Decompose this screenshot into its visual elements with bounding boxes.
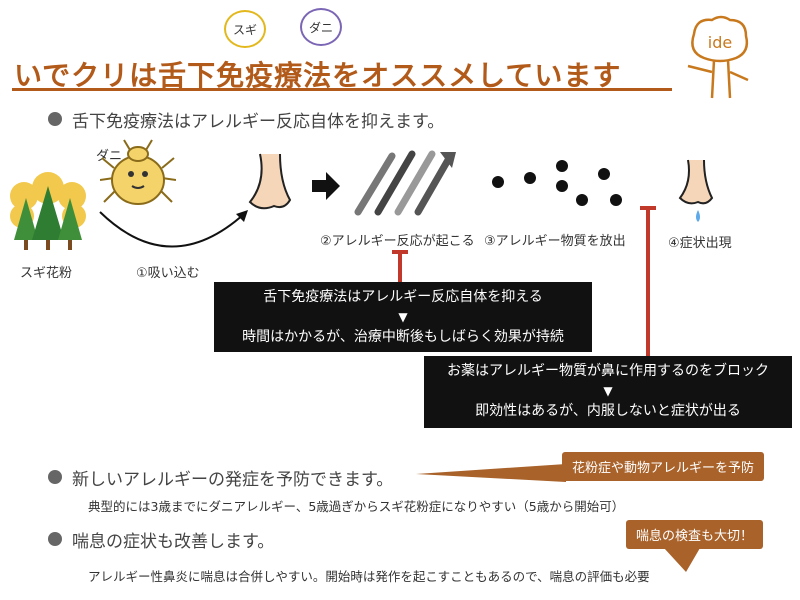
allergen-dot [598,168,610,180]
dani-speech-bubble: ダニ [300,8,342,46]
box1-line1: 舌下免疫療法はアレルギー反応自体を抑える [263,289,543,305]
inhibit-marker-medicine [640,206,656,356]
right-arrow-icon [312,172,340,200]
section2-heading: 新しいアレルギーの発症を予防できます。 [72,470,394,490]
callout-pointer [664,548,700,572]
bullet-3 [48,532,62,546]
section3-heading: 喘息の症状も改善します。 [72,532,275,552]
medicine-box: お薬はアレルギー物質が鼻に作用するのをブロック ▼ 即効性はあるが、内服しないと… [424,356,792,428]
box2-line2: 即効性はあるが、内服しないと症状が出る [475,403,741,419]
section1-heading: 舌下免疫療法はアレルギー反応自体を抑えます。 [72,112,445,132]
cedar-tree-icon [10,172,86,250]
section2-detail: 典型的には3歳までにダニアレルギー、5歳過ぎからスギ花粉症になりやすい（5歳から… [88,499,625,514]
sugi-pollen-label: スギ花粉 [20,266,73,281]
box1-line2: 時間はかかるが、治療中断後もしばらく効果が持続 [242,329,564,345]
allergen-dot [576,194,588,206]
reaction-swirl-icon [354,150,456,216]
allergen-dot [556,180,568,192]
box2-line1: お薬はアレルギー物質が鼻に作用するのをブロック [447,363,769,379]
down-arrow-icon: ▼ [398,310,408,324]
bullet-1 [48,112,62,126]
sugi-speech-bubble: スギ [224,10,266,48]
allergen-dot [556,160,568,172]
sugi-bubble-text: スギ [232,22,257,37]
allergen-dot [524,172,536,184]
dani-bubble-text: ダニ [308,20,333,35]
step3-label: ③アレルギー物質を放出 [484,234,626,249]
down-arrow-icon: ▼ [603,384,613,398]
allergen-dot [492,176,504,188]
step4-label: ④症状出現 [668,236,732,251]
inhale-arrow [99,210,248,248]
mite-icon [100,139,176,205]
section3-callout: 喘息の検査も大切！ [626,520,764,549]
dani-label: ダニ [96,149,123,164]
step1-label: ①吸い込む [136,266,200,281]
ide-mascot-logo: ide [687,15,749,99]
section2-callout: 花粉症や動物アレルギーを予防 [562,452,765,481]
page-title: いでクリは舌下免疫療法をオススメしています [14,59,622,92]
inhibit-marker-immunotherapy [392,250,408,282]
section3-detail: アレルギー性鼻炎に喘息は合併しやすい。開始時は発作を起こすこともあるので、喘息の… [88,569,650,584]
immunotherapy-box: 舌下免疫療法はアレルギー反応自体を抑える ▼ 時間はかかるが、治療中断後もしばら… [214,282,592,352]
title-underline [12,88,672,91]
callout-pointer [416,464,566,482]
step2-label: ②アレルギー反応が起こる [320,234,475,249]
nose-icon [248,153,292,210]
allergen-dot [610,194,622,206]
logo-text: ide [708,33,732,52]
runny-nose-icon [678,159,714,222]
bullet-2 [48,470,62,484]
